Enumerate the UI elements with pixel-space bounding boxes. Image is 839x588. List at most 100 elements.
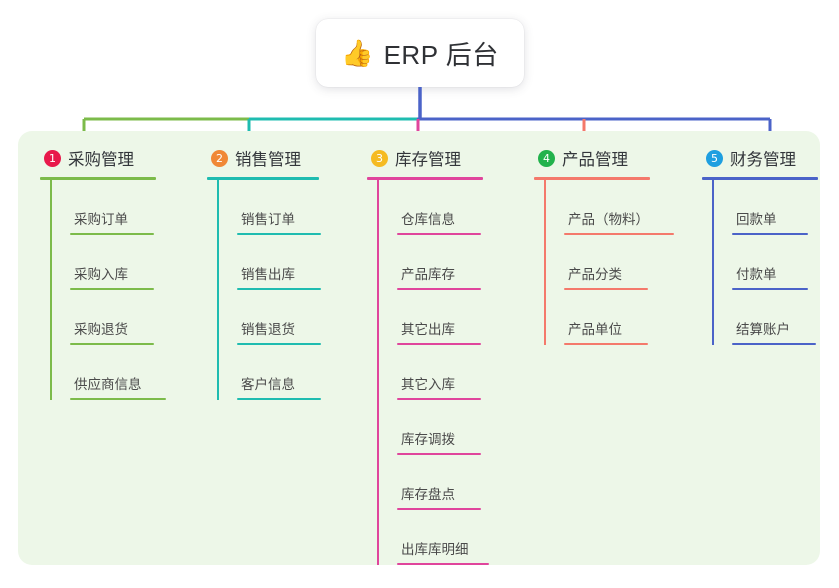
branch-title-2: 销售管理: [235, 151, 301, 169]
leaf-item[interactable]: 采购订单: [50, 180, 185, 235]
branch-column-2: 2 销售管理 销售订单销售出库销售退货客户信息: [185, 145, 345, 565]
leaf-item[interactable]: 产品分类: [544, 235, 680, 290]
leaf-label: 其它出库: [401, 322, 455, 337]
leaf-label: 库存盘点: [401, 487, 455, 502]
leaf-underline: [397, 343, 481, 345]
branch-header-5[interactable]: 5 财务管理: [702, 145, 820, 171]
leaf-item[interactable]: 客户信息: [217, 345, 345, 400]
leaf-underline: [397, 398, 481, 400]
leaf-item[interactable]: 销售订单: [217, 180, 345, 235]
leaf-underline: [397, 563, 489, 565]
leaf-item[interactable]: 采购入库: [50, 235, 185, 290]
leaf-label: 销售订单: [241, 212, 295, 227]
leaf-item[interactable]: 产品单位: [544, 290, 680, 345]
leaf-label: 付款单: [736, 267, 777, 282]
leaf-underline: [397, 453, 481, 455]
leaf-item[interactable]: 供应商信息: [50, 345, 185, 400]
leaf-item[interactable]: 回款单: [712, 180, 820, 235]
branch-spine-1: [50, 180, 52, 400]
branch-columns: 1 采购管理 采购订单采购入库采购退货供应商信息 2 销售管理 销售订单销售出库…: [18, 131, 820, 565]
branch-underline-5: [702, 177, 818, 180]
leaf-underline: [237, 288, 321, 290]
branch-items-3: 仓库信息产品库存其它出库其它入库库存调拨库存盘点出库库明细: [367, 180, 512, 565]
leaf-label: 其它入库: [401, 377, 455, 392]
branch-items-5: 回款单付款单结算账户: [702, 180, 820, 345]
leaf-item[interactable]: 产品库存: [377, 235, 512, 290]
leaf-item[interactable]: 其它入库: [377, 345, 512, 400]
branch-title-4: 产品管理: [562, 151, 628, 169]
leaf-label: 供应商信息: [74, 377, 142, 392]
leaf-label: 采购退货: [74, 322, 128, 337]
branch-badge-5: 5: [706, 149, 723, 167]
leaf-label: 结算账户: [736, 322, 790, 337]
root-title: ERP 后台: [383, 39, 499, 70]
leaf-underline: [70, 398, 166, 400]
leaf-underline: [397, 508, 481, 510]
leaf-label: 采购订单: [74, 212, 128, 227]
branch-badge-1: 1: [44, 149, 61, 167]
leaf-label: 产品（物料）: [568, 212, 649, 227]
leaf-underline: [237, 398, 321, 400]
root-node[interactable]: 👍 ERP 后台: [316, 19, 524, 87]
leaf-underline: [564, 343, 648, 345]
leaf-label: 产品分类: [568, 267, 622, 282]
branch-underline-3: [367, 177, 483, 180]
branch-underline-1: [40, 177, 156, 180]
leaf-underline: [397, 288, 481, 290]
leaf-underline: [237, 343, 321, 345]
branch-spine-2: [217, 180, 219, 400]
branch-spine-3: [377, 180, 379, 565]
branch-header-4[interactable]: 4 产品管理: [534, 145, 680, 171]
branch-items-2: 销售订单销售出库销售退货客户信息: [207, 180, 345, 400]
leaf-label: 出库库明细: [401, 542, 469, 557]
leaf-item[interactable]: 仓库信息: [377, 180, 512, 235]
branch-title-5: 财务管理: [730, 151, 796, 169]
leaf-underline: [70, 288, 154, 290]
leaf-underline: [732, 343, 816, 345]
leaf-label: 采购入库: [74, 267, 128, 282]
branch-header-1[interactable]: 1 采购管理: [40, 145, 185, 171]
thumbs-up-icon: 👍: [341, 38, 374, 68]
leaf-label: 销售出库: [241, 267, 295, 282]
leaf-item[interactable]: 付款单: [712, 235, 820, 290]
leaf-item[interactable]: 其它出库: [377, 290, 512, 345]
leaf-label: 产品单位: [568, 322, 622, 337]
branch-underline-4: [534, 177, 650, 180]
leaf-underline: [397, 233, 481, 235]
branch-items-1: 采购订单采购入库采购退货供应商信息: [40, 180, 185, 400]
branch-column-3: 3 库存管理 仓库信息产品库存其它出库其它入库库存调拨库存盘点出库库明细: [345, 145, 512, 565]
branch-badge-2: 2: [211, 149, 228, 167]
leaf-label: 仓库信息: [401, 212, 455, 227]
leaf-item[interactable]: 库存调拨: [377, 400, 512, 455]
branch-items-4: 产品（物料） 产品分类产品单位: [534, 180, 680, 345]
leaf-label: 销售退货: [241, 322, 295, 337]
leaf-item[interactable]: 销售退货: [217, 290, 345, 345]
leaf-item[interactable]: 产品（物料）: [544, 180, 680, 235]
leaf-underline: [70, 343, 154, 345]
leaf-item[interactable]: 结算账户: [712, 290, 820, 345]
leaf-label: 客户信息: [241, 377, 295, 392]
branch-column-4: 4 产品管理 产品（物料） 产品分类产品单位: [512, 145, 680, 565]
branch-spine-4: [544, 180, 546, 345]
branch-title-1: 采购管理: [68, 151, 134, 169]
branch-spine-5: [712, 180, 714, 345]
branch-badge-4: 4: [538, 149, 555, 167]
branch-header-2[interactable]: 2 销售管理: [207, 145, 345, 171]
branch-badge-3: 3: [371, 149, 388, 167]
branch-column-1: 1 采购管理 采购订单采购入库采购退货供应商信息: [18, 145, 185, 565]
leaf-item[interactable]: 出库库明细: [377, 510, 512, 565]
branch-underline-2: [207, 177, 319, 180]
leaf-label: 库存调拨: [401, 432, 455, 447]
leaf-item[interactable]: 采购退货: [50, 290, 185, 345]
branch-header-3[interactable]: 3 库存管理: [367, 145, 512, 171]
leaf-underline: [70, 233, 154, 235]
leaf-item[interactable]: 销售出库: [217, 235, 345, 290]
leaf-underline: [564, 288, 648, 290]
branch-column-5: 5 财务管理 回款单付款单结算账户: [680, 145, 820, 565]
leaf-underline: [237, 233, 321, 235]
leaf-label: 回款单: [736, 212, 777, 227]
branches-panel: [18, 131, 820, 565]
leaf-underline: [732, 288, 808, 290]
leaf-item[interactable]: 库存盘点: [377, 455, 512, 510]
